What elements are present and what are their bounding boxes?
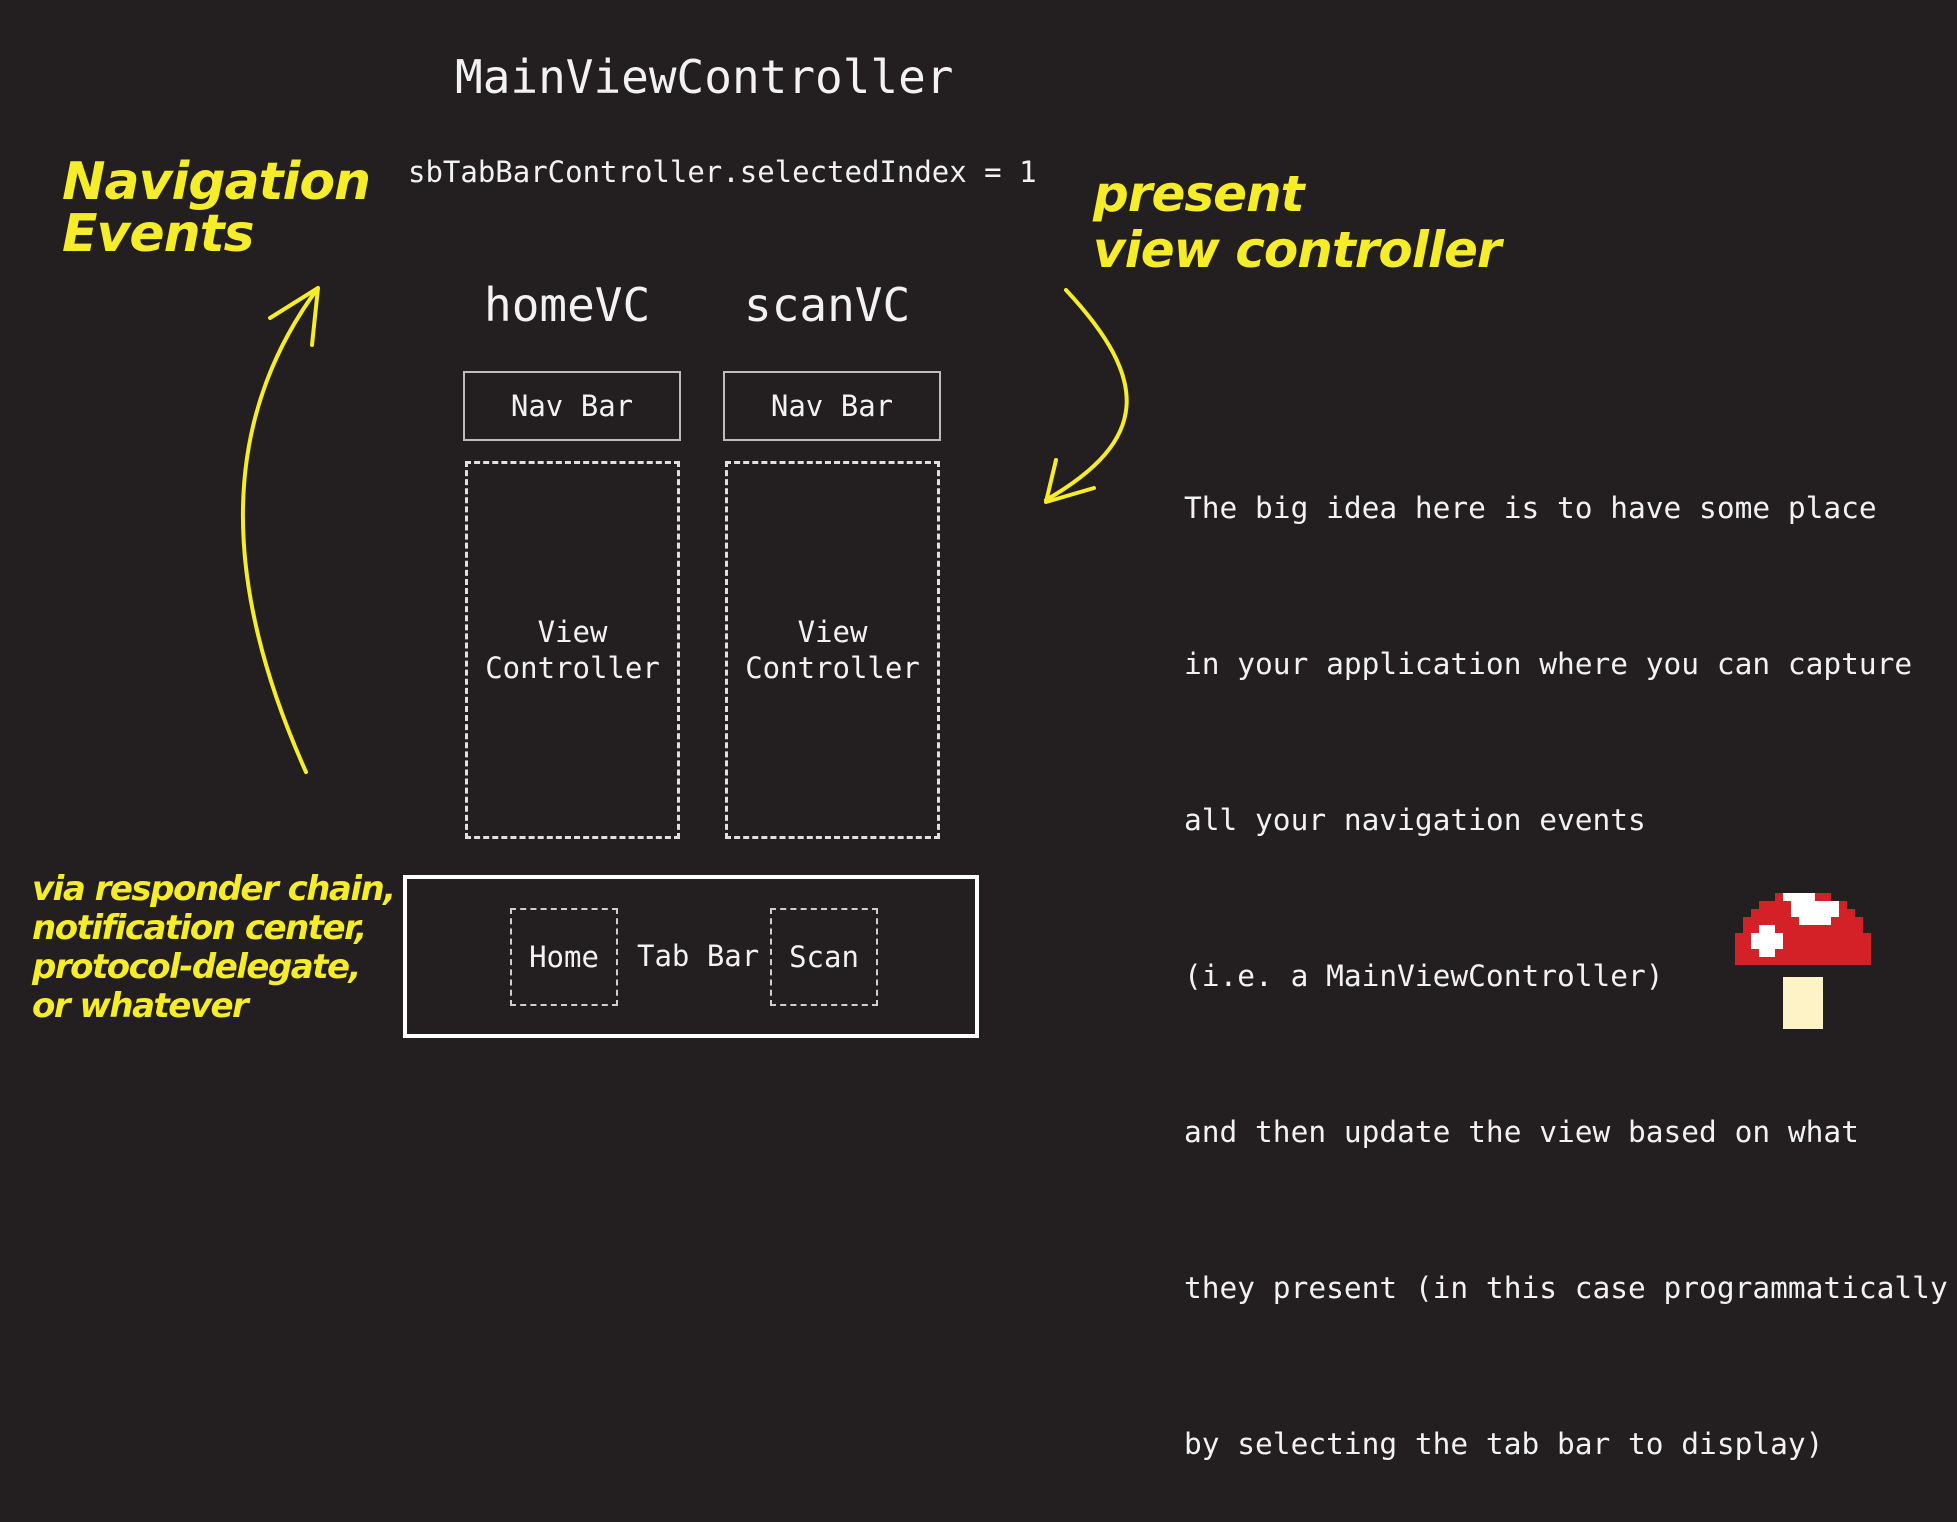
scan-nav-bar-label: Nav Bar [770, 389, 894, 423]
main-title: MainViewController [455, 50, 954, 104]
tab-bar [403, 875, 979, 1038]
home-nav-bar-label: Nav Bar [510, 389, 634, 423]
via-line1: via responder chain, [32, 869, 396, 909]
tab-item-scan-label: Scan [789, 940, 859, 974]
description-line: by selecting the tab bar to display) [1184, 1427, 1824, 1461]
scan-vc-label: scanVC [744, 278, 911, 332]
navigation-events-line2: Events [62, 204, 255, 264]
home-vc-label: homeVC [484, 278, 651, 332]
tab-item-home-label: Home [529, 940, 599, 974]
tab-bar-label: Tab Bar [637, 939, 760, 973]
description-line: The big idea here is to have some place [1184, 491, 1877, 525]
via-line4: or whatever [32, 986, 249, 1026]
present-line1: present [1093, 165, 1305, 223]
present-line2: view controller [1093, 221, 1502, 279]
present-view-controller-annotation: present view controller [1093, 165, 1502, 279]
navigation-events-annotation: Navigation Events [62, 152, 371, 264]
description-line: and then update the view based on what [1184, 1115, 1859, 1149]
mushroom-icon [1735, 893, 1871, 1029]
home-nav-bar: Nav Bar [463, 371, 681, 441]
description-line: (i.e. a MainViewController) [1184, 959, 1664, 993]
via-methods-annotation: via responder chain, notification center… [32, 869, 396, 1026]
tab-item-home: Home [510, 908, 618, 1006]
description-line: all your navigation events [1184, 803, 1646, 837]
scan-nav-bar: Nav Bar [723, 371, 941, 441]
arrow-curve-down-icon [1044, 288, 1129, 504]
selected-index-code: sbTabBarController.selectedIndex = 1 [408, 155, 1037, 189]
arrows-layer [241, 286, 1129, 774]
navigation-events-line1: Navigation [62, 152, 371, 212]
description-line: in your application where you can captur… [1184, 647, 1913, 681]
via-line2: notification center, [32, 908, 367, 948]
scan-vc-body-line1: View [797, 614, 868, 649]
home-vc-body-line2: Controller [485, 651, 660, 685]
home-view-controller-box: View Controller [465, 461, 680, 839]
home-vc-body-line1: View [537, 614, 608, 649]
description-line: they present (in this case programmatica… [1184, 1271, 1948, 1305]
scan-view-controller-box: View Controller [725, 461, 940, 839]
scan-vc-body-line2: Controller [745, 651, 920, 685]
via-line3: protocol-delegate, [32, 947, 361, 987]
tab-item-scan: Scan [770, 908, 878, 1006]
arrow-up-icon [241, 286, 320, 774]
